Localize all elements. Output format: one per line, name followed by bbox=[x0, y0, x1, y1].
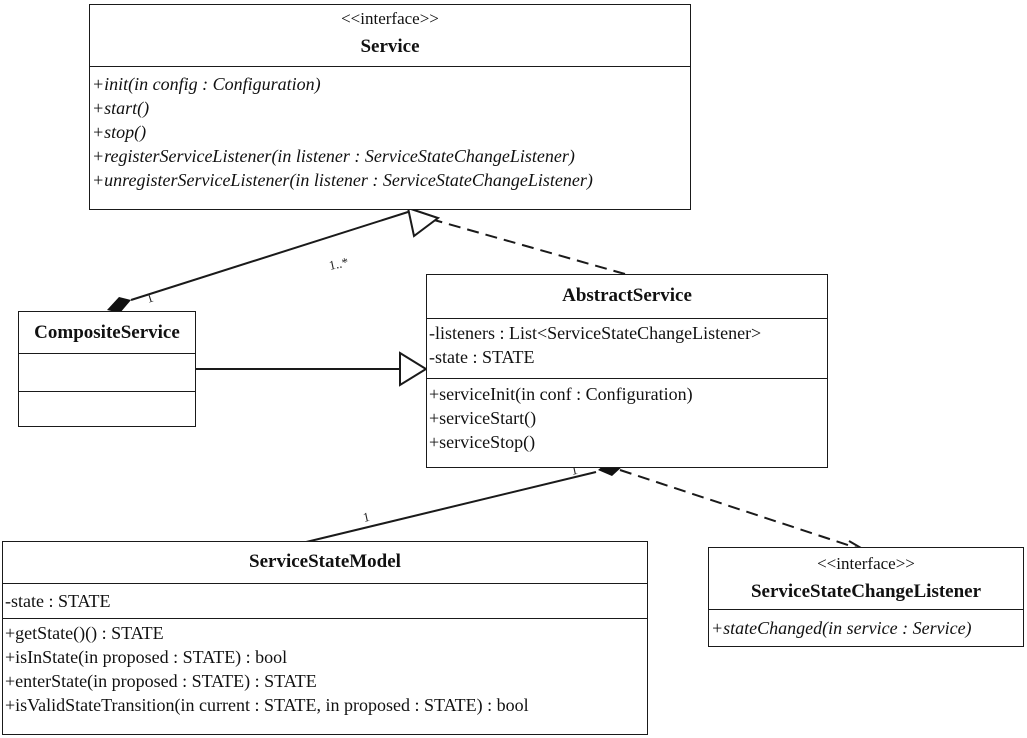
generalization-triangle-abstract bbox=[399, 351, 428, 387]
service-op-init: +init(in config : Configuration) bbox=[92, 74, 321, 94]
dependency-line-listener bbox=[619, 469, 867, 552]
service-state-model-class[interactable]: ServiceStateModel -state : STATE +getSta… bbox=[2, 541, 648, 735]
service-header: <<interface>> Service bbox=[90, 5, 690, 67]
listener-operations: +stateChanged(in service : Service) bbox=[709, 610, 1023, 640]
service-op-register: +registerServiceListener(in listener : S… bbox=[92, 146, 575, 166]
composite-service-attributes bbox=[19, 354, 195, 392]
listener-header: <<interface>> ServiceStateChangeListener bbox=[709, 548, 1023, 610]
multiplicity-one-model-end: 1 bbox=[362, 509, 371, 525]
service-stereotype: <<interface>> bbox=[341, 9, 439, 28]
composite-service-header: CompositeService bbox=[19, 312, 195, 354]
service-state-model-attributes: -state : STATE bbox=[3, 584, 647, 619]
realization-line-abstract-service bbox=[419, 215, 626, 275]
model-op-is-in-state: +isInState(in proposed : STATE) : bool bbox=[5, 647, 288, 667]
model-op-get-state: +getState()() : STATE bbox=[5, 623, 164, 643]
model-op-is-valid-transition: +isValidStateTransition(in current : STA… bbox=[5, 695, 529, 715]
model-op-enter-state: +enterState(in proposed : STATE) : STATE bbox=[5, 671, 317, 691]
listener-stereotype: <<interface>> bbox=[817, 554, 915, 573]
abstract-attr-listeners: -listeners : List<ServiceStateChangeList… bbox=[429, 323, 762, 343]
model-attr-state: -state : STATE bbox=[5, 591, 111, 611]
service-op-stop: +stop() bbox=[92, 122, 147, 142]
service-operations: +init(in config : Configuration) +start(… bbox=[90, 67, 690, 192]
realization-triangle-service bbox=[406, 206, 441, 238]
service-state-model-name: ServiceStateModel bbox=[249, 551, 401, 572]
service-state-model-header: ServiceStateModel bbox=[3, 542, 647, 584]
composition-diamond-composite bbox=[107, 297, 131, 313]
composite-service-operations bbox=[19, 392, 195, 427]
multiplicity-one-composite: 1 bbox=[144, 290, 155, 306]
composition-line-abstract-model bbox=[301, 471, 597, 544]
service-class-name: Service bbox=[360, 36, 420, 57]
listener-interface-class[interactable]: <<interface>> ServiceStateChangeListener… bbox=[708, 547, 1024, 647]
multiplicity-many: 1..* bbox=[328, 254, 350, 273]
service-op-unregister: +unregisterServiceListener(in listener :… bbox=[92, 170, 593, 190]
abstract-service-header: AbstractService bbox=[427, 275, 827, 319]
composition-line-composite-service bbox=[130, 211, 409, 301]
abstract-op-service-start: +serviceStart() bbox=[429, 408, 537, 428]
multiplicity-one-abstract-end: 1 bbox=[570, 462, 579, 478]
listener-op-state-changed: +stateChanged(in service : Service) bbox=[711, 618, 972, 638]
abstract-service-operations: +serviceInit(in conf : Configuration) +s… bbox=[427, 379, 827, 454]
abstract-op-service-stop: +serviceStop() bbox=[429, 432, 536, 452]
service-state-model-operations: +getState()() : STATE +isInState(in prop… bbox=[3, 619, 647, 717]
abstract-service-class[interactable]: AbstractService -listeners : List<Servic… bbox=[426, 274, 828, 468]
composite-service-class[interactable]: CompositeService bbox=[18, 311, 196, 427]
abstract-service-attributes: -listeners : List<ServiceStateChangeList… bbox=[427, 319, 827, 379]
service-interface-class[interactable]: <<interface>> Service +init(in config : … bbox=[89, 4, 691, 210]
composite-service-name: CompositeService bbox=[34, 322, 180, 343]
abstract-op-service-init: +serviceInit(in conf : Configuration) bbox=[429, 384, 693, 404]
service-op-start: +start() bbox=[92, 98, 150, 118]
listener-class-name: ServiceStateChangeListener bbox=[750, 581, 982, 602]
abstract-attr-state: -state : STATE bbox=[429, 347, 535, 367]
abstract-service-name: AbstractService bbox=[562, 285, 692, 306]
